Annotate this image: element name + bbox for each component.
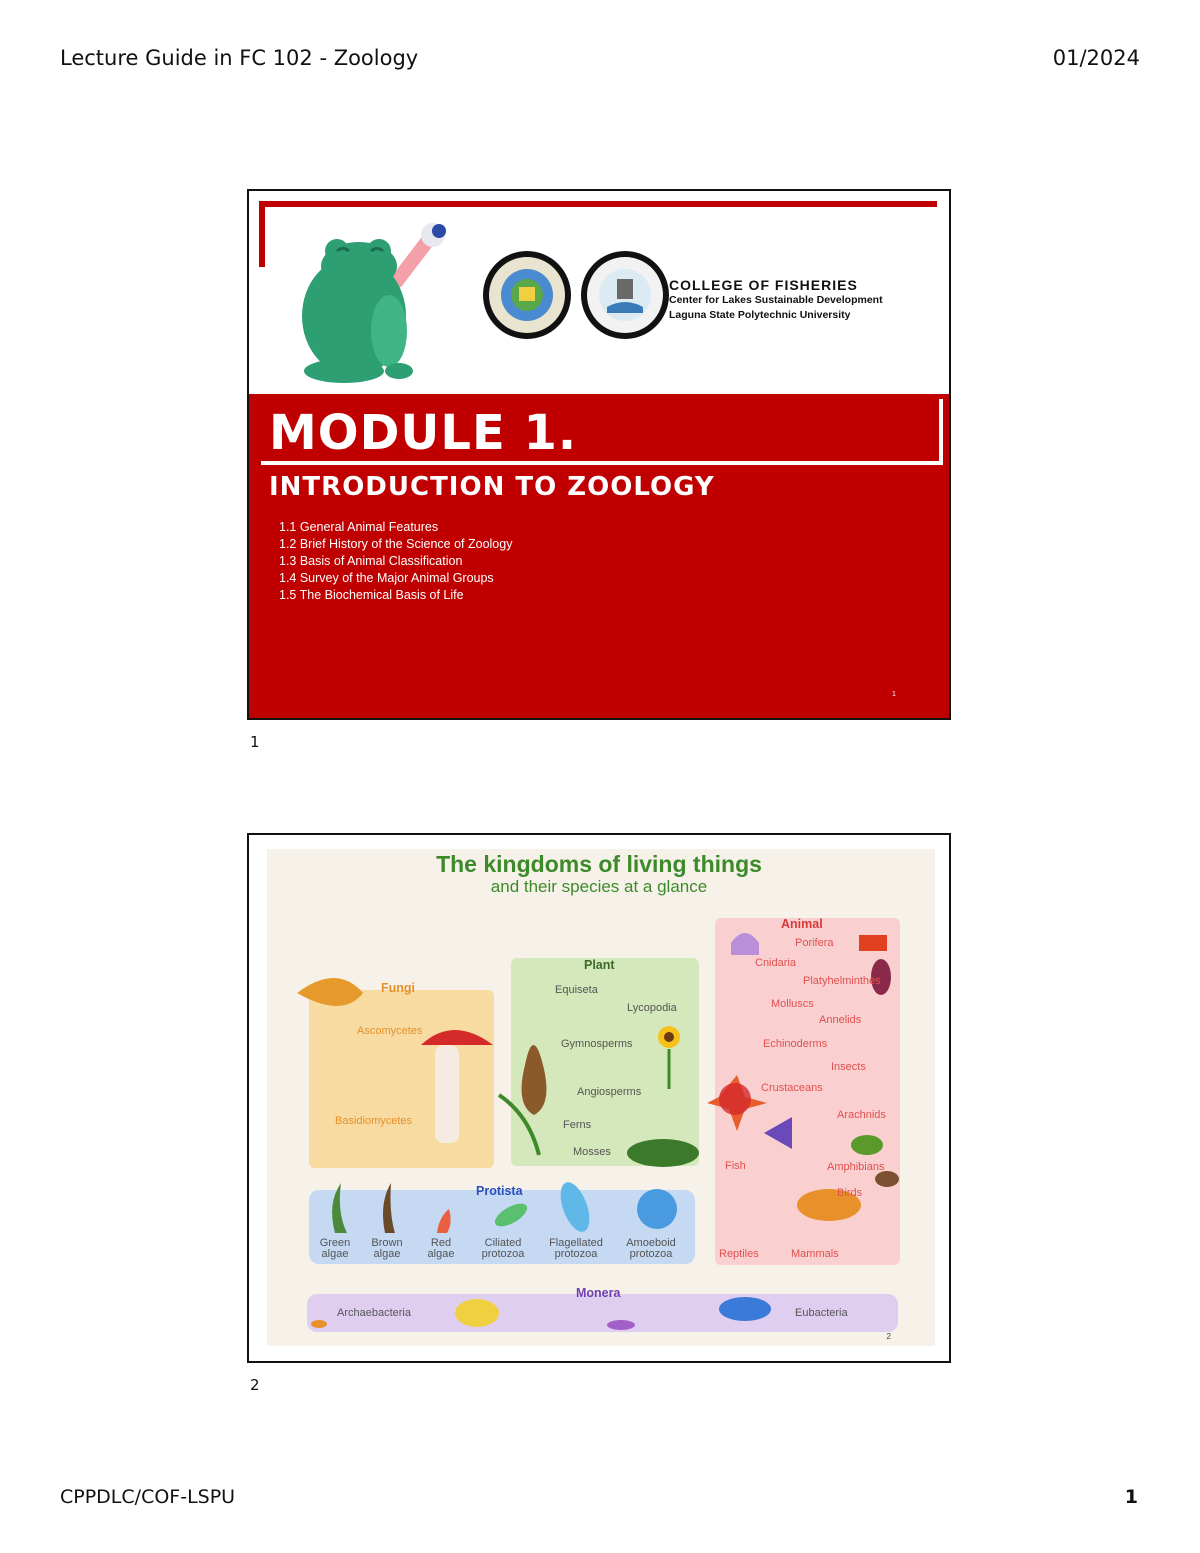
footer-left: CPPDLC/COF-LSPU bbox=[60, 1486, 236, 1508]
animal-item: Birds bbox=[837, 1187, 863, 1199]
protista-item: Green algae bbox=[319, 1237, 351, 1260]
clsd-seal-icon bbox=[581, 251, 669, 339]
footer-page-number: 1 bbox=[1124, 1486, 1138, 1508]
topic-item: 1.5 The Biochemical Basis of Life bbox=[279, 588, 464, 602]
infographic-title: The kingdoms of living things bbox=[436, 851, 762, 877]
topic-item: 1.4 Survey of the Major Animal Groups bbox=[279, 571, 494, 585]
red-accent-line bbox=[259, 201, 937, 207]
slide-2-number: 2 bbox=[250, 1376, 260, 1394]
protista-item: Amoeboid protozoa bbox=[626, 1237, 676, 1260]
animal-item: Cnidaria bbox=[755, 957, 796, 969]
topic-item: 1.2 Brief History of the Science of Zool… bbox=[279, 537, 513, 551]
plant-item: Equiseta bbox=[555, 984, 598, 996]
banner-frame-right bbox=[939, 399, 943, 465]
plant-label: Plant bbox=[584, 958, 615, 972]
animal-item: Annelids bbox=[819, 1014, 862, 1026]
fungi-item: Ascomycetes bbox=[357, 1025, 423, 1037]
protista-item: Brown algae bbox=[371, 1237, 403, 1260]
kingdom-panels bbox=[297, 918, 900, 1332]
mushroom-cap-icon bbox=[297, 978, 363, 1006]
topic-item: 1.1 General Animal Features bbox=[279, 520, 439, 534]
slide-2: The kingdoms of living things and their … bbox=[247, 833, 951, 1363]
animal-item: Crustaceans bbox=[761, 1082, 823, 1094]
infographic-subtitle: and their species at a glance bbox=[490, 877, 708, 896]
university-name: Laguna State Polytechnic University bbox=[669, 309, 851, 321]
red-accent-line-vertical bbox=[259, 201, 265, 267]
topic-list: 1.1 General Animal Features 1.2 Brief Hi… bbox=[279, 519, 512, 604]
plant-item: Lycopodia bbox=[627, 1002, 677, 1014]
animal-label: Animal bbox=[781, 917, 823, 931]
slide-1-number: 1 bbox=[250, 733, 260, 751]
college-name: COLLEGE OF FISHERIES bbox=[669, 277, 858, 293]
fungi-item: Basidiomycetes bbox=[335, 1115, 413, 1127]
header-title: Lecture Guide in FC 102 - Zoology bbox=[60, 46, 419, 70]
monera-item: Eubacteria bbox=[795, 1307, 848, 1319]
module-title: MODULE 1. bbox=[269, 405, 578, 461]
protista-item: Ciliated protozoa bbox=[481, 1237, 525, 1260]
module-subtitle: INTRODUCTION TO ZOOLOGY bbox=[269, 472, 715, 502]
slide-page-number: 2 bbox=[886, 1332, 891, 1341]
plant-item: Gymnosperms bbox=[561, 1038, 633, 1050]
animal-item: Insects bbox=[831, 1061, 866, 1073]
plant-item: Ferns bbox=[563, 1119, 592, 1131]
animal-item: Mammals bbox=[791, 1248, 839, 1260]
protista-item: Flagellated protozoa bbox=[549, 1237, 603, 1260]
frog-icon bbox=[302, 223, 446, 383]
plant-item: Angiosperms bbox=[577, 1086, 642, 1098]
title-banner bbox=[249, 394, 949, 718]
animal-item: Amphibians bbox=[827, 1161, 885, 1173]
monera-label: Monera bbox=[576, 1286, 621, 1300]
fungi-label: Fungi bbox=[381, 981, 416, 995]
slide-page-number: 1 bbox=[892, 691, 896, 698]
animal-item: Echinoderms bbox=[763, 1038, 828, 1050]
lspu-seal-icon bbox=[483, 251, 571, 339]
protista-label: Protista bbox=[476, 1184, 523, 1198]
animal-item: Arachnids bbox=[837, 1109, 886, 1121]
header-date: 01/2024 bbox=[1052, 46, 1140, 70]
topic-item: 1.3 Basis of Animal Classification bbox=[279, 554, 463, 568]
animal-item: Platyhelminthes bbox=[803, 975, 881, 987]
center-name: Center for Lakes Sustainable Development bbox=[669, 294, 883, 306]
animal-item: Fish bbox=[725, 1160, 746, 1172]
slide-1: COLLEGE OF FISHERIES Center for Lakes Su… bbox=[247, 189, 951, 720]
protista-item: Red algae bbox=[427, 1237, 455, 1260]
banner-frame-bottom bbox=[261, 461, 943, 465]
animal-item: Molluscs bbox=[771, 998, 814, 1010]
monera-item: Archaebacteria bbox=[337, 1307, 411, 1319]
animal-item: Porifera bbox=[795, 937, 834, 949]
animal-item: Reptiles bbox=[719, 1248, 759, 1260]
plant-item: Mosses bbox=[573, 1146, 611, 1158]
